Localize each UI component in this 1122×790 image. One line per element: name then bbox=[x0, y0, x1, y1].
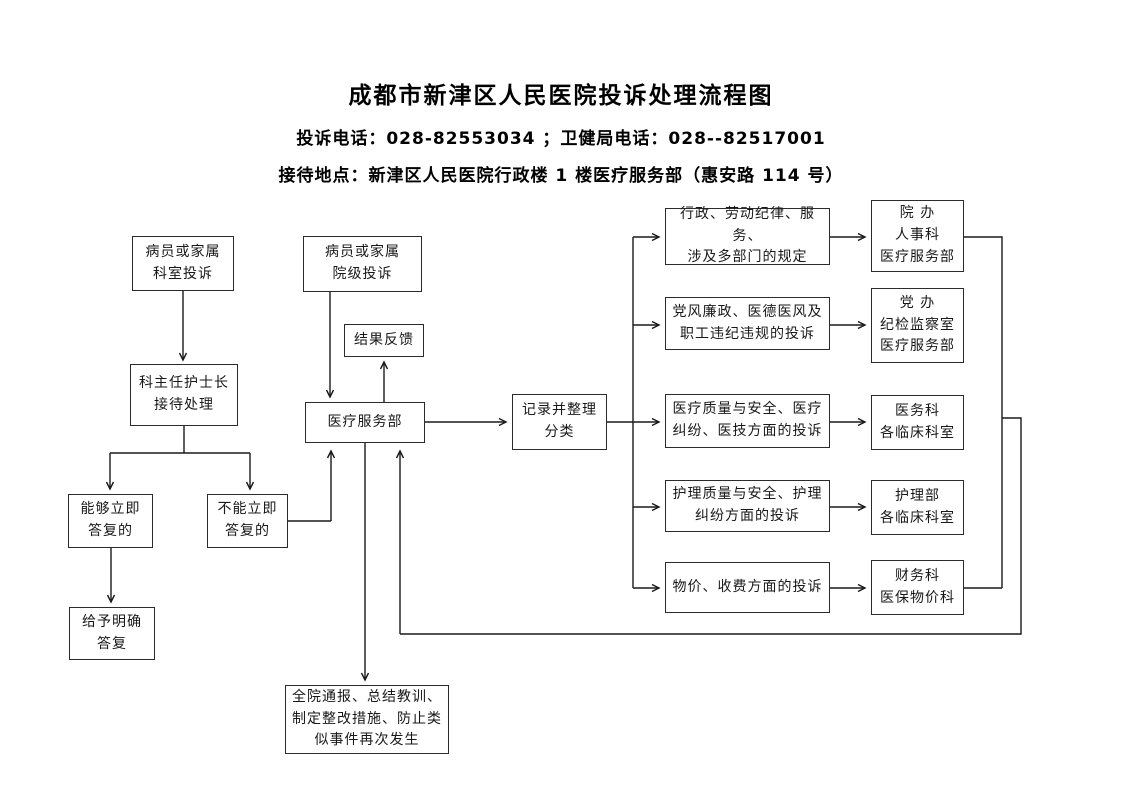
node-category-party-conduct: 党风廉政、医德医风及 职工违纪违规的投诉 bbox=[665, 297, 830, 350]
node-result-feedback: 结果反馈 bbox=[344, 324, 424, 357]
node-target-finance-dept: 财务科 医保物价科 bbox=[871, 560, 964, 615]
node-can-reply-immediately: 能够立即 答复的 bbox=[68, 494, 153, 548]
contact-phone-line: 投诉电话：028-82553034 ；卫健局电话：028--82517001 bbox=[296, 129, 826, 149]
node-medical-service-dept: 医疗服务部 bbox=[305, 402, 425, 443]
node-category-admin-discipline: 行政、劳动纪律、服务、 涉及多部门的规定 bbox=[665, 206, 830, 265]
node-record-and-classify: 记录并整理 分类 bbox=[512, 394, 607, 450]
node-target-nursing-dept: 护理部 各临床科室 bbox=[871, 480, 964, 535]
page-title: 成都市新津区人民医院投诉处理流程图 bbox=[348, 83, 774, 109]
node-hospital-complaint: 病员或家属 院级投诉 bbox=[303, 236, 422, 292]
node-ward-complaint: 病员或家属 科室投诉 bbox=[132, 236, 234, 291]
node-cannot-reply-immediately: 不能立即 答复的 bbox=[207, 494, 288, 548]
reception-address-line: 接待地点：新津区人民医院行政楼 1 楼医疗服务部（惠安路 114 号） bbox=[278, 166, 844, 186]
node-give-clear-reply: 给予明确 答复 bbox=[69, 607, 155, 660]
node-target-medical-office: 医务科 各临床科室 bbox=[871, 395, 964, 450]
node-target-admin-office: 院 办 人事科 医疗服务部 bbox=[871, 200, 964, 272]
node-category-medical-quality: 医疗质量与安全、医疗 纠纷、医技方面的投诉 bbox=[665, 394, 830, 448]
return-loop-line bbox=[400, 236, 1022, 635]
node-hospital-wide-summary: 全院通报、总结教训、 制定整改措施、防止类 似事件再次发生 bbox=[285, 685, 449, 754]
node-head-nurse-handle: 科主任护士长 接待处理 bbox=[130, 364, 238, 426]
node-category-nursing-quality: 护理质量与安全、护理 纠纷方面的投诉 bbox=[665, 480, 830, 532]
branch-line-headnurse bbox=[110, 426, 250, 454]
node-category-pricing-fees: 物价、收费方面的投诉 bbox=[665, 562, 830, 613]
node-target-party-office: 党 办 纪检监察室 医疗服务部 bbox=[871, 288, 964, 363]
header: 成都市新津区人民医院投诉处理流程图 投诉电话：028-82553034 ；卫健局… bbox=[0, 0, 1122, 186]
